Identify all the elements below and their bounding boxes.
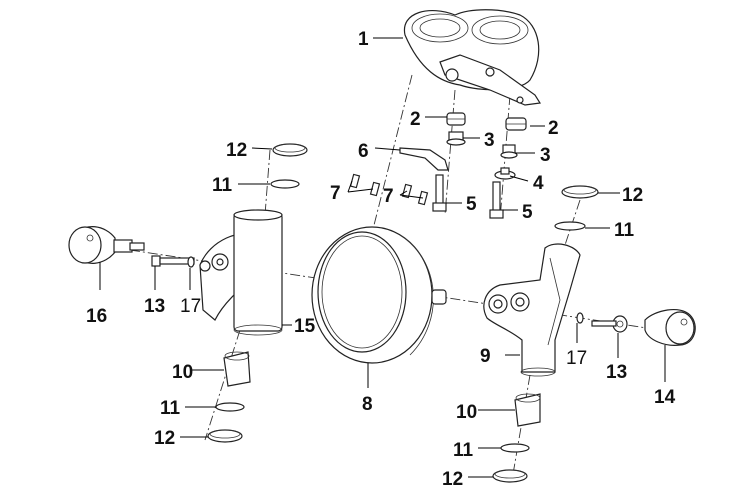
- label-5-right: 5: [522, 202, 533, 223]
- right-small-washer: [576, 312, 584, 324]
- label-10-left: 10: [172, 362, 193, 383]
- bolt-left: [432, 174, 447, 212]
- label-12-right-bottom: 12: [442, 469, 463, 490]
- label-17-left: 17: [180, 296, 201, 317]
- cap-left-top: [272, 143, 308, 157]
- label-14: 14: [654, 387, 676, 408]
- label-3-right: 3: [540, 145, 551, 166]
- label-15: 15: [294, 316, 316, 337]
- label-11-right-top: 11: [614, 220, 635, 241]
- grommet-right: [505, 117, 527, 131]
- label-6: 6: [358, 141, 369, 162]
- right-headlight-bracket: [483, 243, 581, 377]
- bolt-right: [489, 181, 504, 219]
- label-4: 4: [533, 173, 544, 194]
- label-11-left-bottom: 11: [160, 398, 181, 419]
- cap-left-bottom: [207, 429, 243, 443]
- label-12-left-bottom: 12: [154, 428, 175, 449]
- collar-right: [500, 144, 518, 159]
- left-turn-signal: [68, 226, 145, 264]
- label-16: 16: [86, 306, 107, 327]
- lower-cover-left: [223, 351, 251, 387]
- washer-left-top: [270, 179, 300, 189]
- label-7-right: 7: [383, 186, 394, 207]
- headlight: [311, 226, 447, 364]
- label-9: 9: [480, 346, 491, 367]
- label-3-left: 3: [484, 130, 495, 151]
- label-11-right-bottom: 11: [453, 440, 474, 461]
- label-10-right: 10: [456, 402, 477, 423]
- label-2-left: 2: [410, 109, 421, 130]
- screws: [349, 173, 429, 206]
- collar-left: [446, 131, 466, 146]
- label-13-left: 13: [144, 296, 165, 317]
- left-small-washer: [187, 256, 195, 268]
- label-12-right-top: 12: [622, 185, 643, 206]
- left-headlight-bracket: [199, 209, 283, 336]
- label-12-left-top: 12: [226, 140, 247, 161]
- instrument-cluster: [403, 9, 542, 106]
- washer-right-bottom: [500, 443, 530, 453]
- label-2-right: 2: [548, 118, 559, 139]
- label-5-left: 5: [466, 194, 477, 215]
- right-turn-signal: [644, 308, 696, 346]
- label-7-left: 7: [330, 183, 341, 204]
- cap-right-top: [561, 185, 599, 199]
- label-8: 8: [362, 394, 373, 415]
- grommet-left: [446, 112, 466, 126]
- cap-right-bottom: [492, 469, 528, 483]
- callout-labels: 1 2 2 3 3 6 4 7 7 5 5 12 11 12 11 15 9 1…: [86, 29, 676, 490]
- washer-right-top: [554, 221, 586, 231]
- label-11-left-top: 11: [212, 175, 233, 196]
- label-1: 1: [358, 29, 369, 50]
- lower-cover-right: [514, 393, 541, 427]
- right-signal-collar: [591, 315, 628, 333]
- bracket: [399, 147, 449, 171]
- label-13-right: 13: [606, 362, 627, 383]
- washer: [494, 167, 516, 180]
- washer-left-bottom: [215, 402, 245, 412]
- leader-lines: [99, 37, 666, 478]
- label-17-right: 17: [566, 348, 587, 369]
